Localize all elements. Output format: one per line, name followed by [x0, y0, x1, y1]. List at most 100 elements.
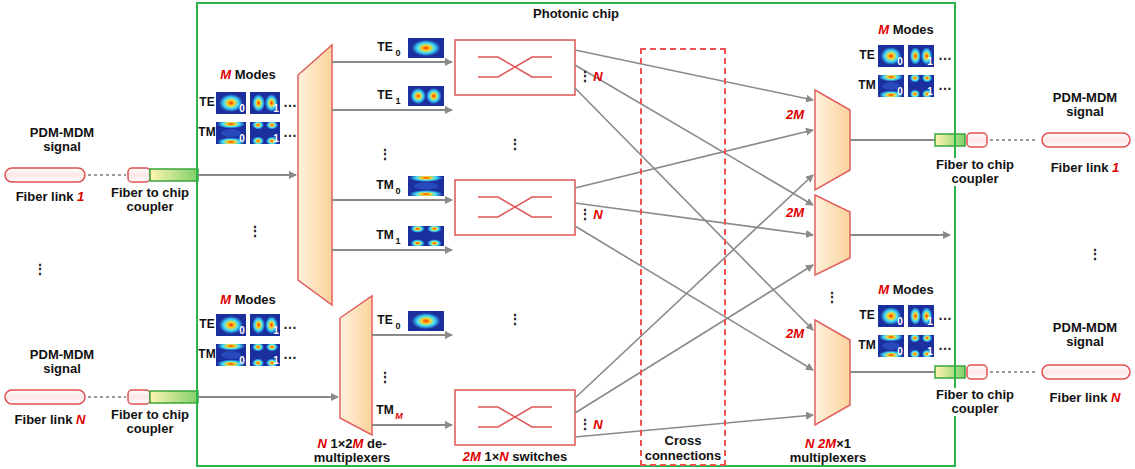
- waveguide: [850, 234, 950, 236]
- fiber-label: Fiber link 1: [1051, 161, 1120, 175]
- group-label: Cross connections: [644, 434, 723, 463]
- cross-lines: [575, 50, 813, 437]
- modes-label: M Modes: [220, 293, 276, 307]
- coupler: [935, 134, 965, 146]
- port-count: 2M: [786, 327, 804, 341]
- mode-image: [408, 174, 444, 199]
- waveguide: [372, 424, 452, 426]
- component-label: N 2M×1 multiplexers: [773, 437, 883, 466]
- mode-index: 0: [897, 56, 903, 67]
- signal-label: PDM-MDM signal: [1040, 321, 1130, 350]
- modes-label: M Modes: [878, 283, 934, 297]
- multiplexer: [815, 320, 850, 425]
- coupler: [150, 391, 198, 403]
- mode-image: [216, 342, 246, 369]
- fiber: [967, 133, 987, 147]
- mode-subscript: 0: [395, 49, 400, 59]
- fiber-gap: [990, 139, 1038, 141]
- fiber-gap: [990, 371, 1038, 373]
- switch-box: [455, 180, 575, 235]
- mode-tag: TE: [199, 96, 214, 109]
- multiplexer: [815, 195, 850, 275]
- mode-subscript: 1: [395, 237, 400, 247]
- switch-box: [455, 40, 575, 95]
- accent-letter: N: [317, 436, 326, 451]
- port-count: N: [593, 208, 602, 222]
- ellipsis: ⋮: [378, 370, 392, 385]
- mode-tag: TM: [198, 348, 215, 361]
- mode-image: [250, 92, 280, 114]
- mode-index: 1: [273, 133, 279, 144]
- ellipsis: …: [283, 125, 297, 140]
- signal-label: PDM-MDM signal: [17, 126, 107, 155]
- fiber: [128, 168, 150, 182]
- waveguide: [850, 371, 935, 373]
- port-count: 2M: [786, 206, 804, 220]
- ellipsis: …: [938, 338, 952, 353]
- accent-letter: M: [220, 292, 231, 307]
- mode-image: [908, 74, 934, 99]
- mode-image: [216, 314, 246, 336]
- mode-subscript: M: [395, 412, 403, 422]
- mode-index: 1: [273, 103, 279, 114]
- waveguide: [850, 139, 935, 141]
- mode-image: [408, 38, 444, 58]
- waveguide: [332, 109, 452, 111]
- mode-image: [408, 225, 444, 248]
- accent-letter: 2: [818, 436, 825, 451]
- waveguide: [332, 249, 452, 251]
- mode-index: 0: [897, 316, 903, 327]
- coupler: [935, 366, 965, 378]
- accent-letter: M: [825, 436, 836, 451]
- accent-letter: N: [76, 412, 85, 427]
- accent-letter: N: [499, 449, 508, 464]
- mode-index: 1: [927, 346, 933, 357]
- signal-label: PDM-MDM signal: [1040, 91, 1130, 120]
- coupler: [150, 169, 198, 181]
- mode-tag: TE: [377, 314, 392, 327]
- ellipsis: …: [283, 317, 297, 332]
- fiber: [1042, 365, 1130, 379]
- mode-image: [908, 334, 934, 359]
- ellipsis: …: [938, 78, 952, 93]
- fiber-label: Fiber link 1: [16, 190, 85, 204]
- signal-label: PDM-MDM signal: [17, 348, 107, 377]
- switch-cross: [478, 57, 552, 77]
- coupler-label: Fiber to chip coupler: [933, 388, 1017, 417]
- chip-outline: Photonic chipCross connections: [196, 2, 956, 467]
- cross-wire: [575, 226, 813, 370]
- mode-tag: TM: [858, 339, 875, 352]
- mode-index: 1: [927, 316, 933, 327]
- accent-letter: N: [1111, 390, 1120, 405]
- modes-label: M Modes: [220, 68, 276, 82]
- fiber: [1042, 133, 1130, 147]
- mode-index: 0: [239, 355, 245, 366]
- mode-image: [250, 314, 280, 336]
- cross-wire: [575, 65, 813, 205]
- mode-index: 0: [897, 86, 903, 97]
- switch-cross: [478, 407, 552, 427]
- mode-image: [250, 343, 280, 368]
- mode-image: [908, 305, 934, 327]
- demultiplexer: [340, 296, 372, 435]
- switch-box: [455, 390, 575, 445]
- accent-letter: M: [878, 282, 889, 297]
- mode-tag: TE: [377, 89, 392, 102]
- ellipsis: …: [938, 48, 952, 63]
- mode-subscript: 0: [395, 187, 400, 197]
- mode-index: 1: [927, 56, 933, 67]
- cross-wire: [575, 265, 813, 413]
- fiber-gap: [88, 174, 126, 176]
- ellipsis: ⋮: [508, 312, 522, 327]
- mode-subscript: 1: [395, 97, 400, 107]
- port-count: N: [593, 70, 602, 84]
- coupler-label: Fiber to chip coupler: [110, 186, 190, 215]
- waveguide: [332, 61, 452, 63]
- fiber: [5, 390, 85, 404]
- ellipsis: ⋮: [1088, 247, 1102, 262]
- mode-image: [408, 311, 444, 331]
- mode-image: [878, 305, 904, 327]
- accent-letter: M: [470, 449, 481, 464]
- mode-tag: TM: [376, 229, 393, 242]
- mode-index: 1: [273, 325, 279, 336]
